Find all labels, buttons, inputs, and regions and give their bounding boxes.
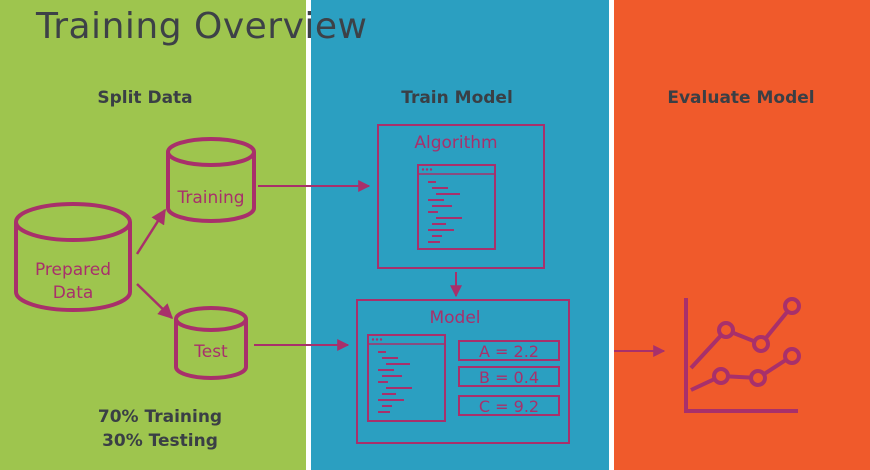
model-label: Model: [429, 308, 480, 328]
test-database-icon: Test: [174, 306, 248, 380]
evaluation-line-chart-icon: [684, 297, 801, 413]
parameter-a: A = 2.2: [458, 340, 560, 361]
evaluate-model-panel: [614, 0, 870, 470]
prepared-data-label-line-1: Prepared: [35, 260, 111, 280]
split-to-training-arrow-icon: [135, 208, 167, 255]
page-title: Training Overview: [36, 6, 368, 47]
algorithm-code-window-icon: [417, 164, 496, 250]
training-database-icon: Training: [166, 137, 256, 223]
parameter-b: B = 0.4: [458, 366, 560, 387]
training-database-label: Training: [176, 188, 244, 208]
split-to-test-arrow-icon: [136, 283, 174, 320]
split-note-testing: 30% Testing: [102, 431, 218, 451]
parameter-c-value: C = 9.2: [479, 397, 539, 416]
train-model-heading: Train Model: [401, 88, 513, 108]
model-code-window-icon: [367, 334, 446, 422]
model-box: Model A = 2.2: [356, 299, 570, 444]
algorithm-label: Algorithm: [414, 133, 497, 153]
train-model-panel: [311, 0, 609, 470]
prepared-data-database-icon: Prepared Data: [14, 202, 132, 312]
prepared-data-label-line-2: Data: [53, 283, 94, 303]
parameter-c: C = 9.2: [458, 395, 560, 416]
evaluate-model-heading: Evaluate Model: [667, 88, 815, 108]
test-database-label: Test: [193, 342, 228, 362]
algorithm-box: Algorithm: [377, 124, 545, 269]
parameter-a-value: A = 2.2: [479, 342, 539, 361]
split-data-heading: Split Data: [97, 88, 193, 108]
split-note-training: 70% Training: [97, 407, 223, 427]
parameter-b-value: B = 0.4: [479, 368, 539, 387]
